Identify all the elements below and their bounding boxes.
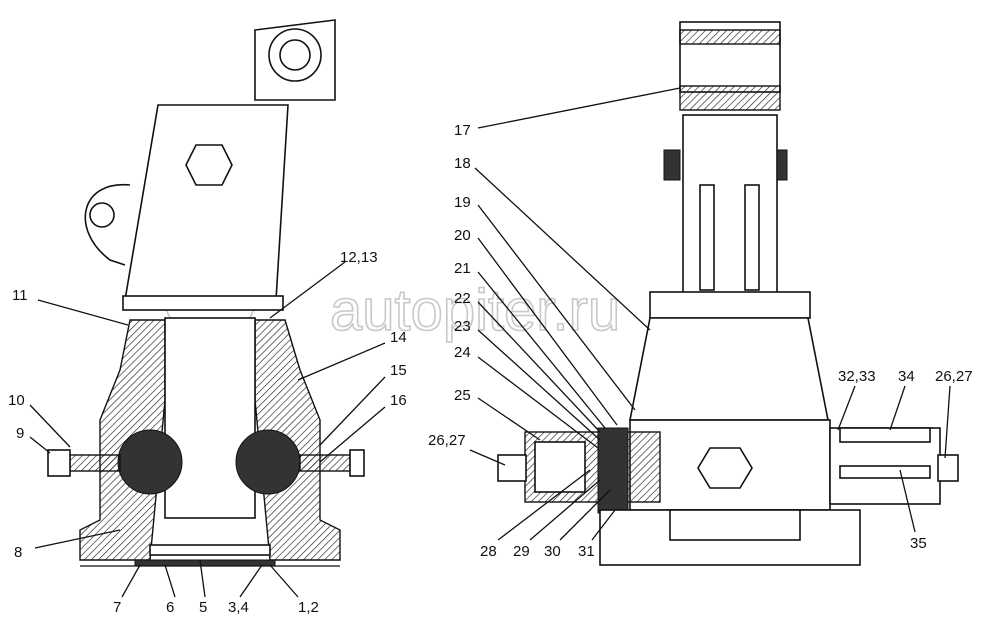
label-10: 10 bbox=[8, 392, 25, 409]
label-26-27-right: 26,27 bbox=[935, 368, 973, 385]
label-30: 30 bbox=[544, 543, 561, 560]
label-19: 19 bbox=[454, 194, 471, 211]
label-23: 23 bbox=[454, 318, 471, 335]
label-20: 20 bbox=[454, 227, 471, 244]
label-21: 21 bbox=[454, 260, 471, 277]
label-9: 9 bbox=[16, 425, 24, 442]
label-3-4: 3,4 bbox=[228, 599, 249, 616]
callout-labels: 11 12,13 14 15 16 10 9 8 7 6 5 3,4 1,2 1… bbox=[8, 122, 973, 616]
label-5: 5 bbox=[199, 599, 207, 616]
label-12-13: 12,13 bbox=[340, 249, 378, 266]
label-16: 16 bbox=[390, 392, 407, 409]
label-29: 29 bbox=[513, 543, 530, 560]
label-18: 18 bbox=[454, 155, 471, 172]
label-34: 34 bbox=[898, 368, 915, 385]
leader-lines bbox=[29, 87, 951, 598]
label-7: 7 bbox=[113, 599, 121, 616]
label-25: 25 bbox=[454, 387, 471, 404]
label-32-33: 32,33 bbox=[838, 368, 876, 385]
label-24: 24 bbox=[454, 344, 471, 361]
label-26-27-left: 26,27 bbox=[428, 432, 466, 449]
watermark-text: autopiter.ru bbox=[330, 278, 620, 343]
label-15: 15 bbox=[390, 362, 407, 379]
label-31: 31 bbox=[578, 543, 595, 560]
label-28: 28 bbox=[480, 543, 497, 560]
label-22: 22 bbox=[454, 290, 471, 307]
label-14: 14 bbox=[390, 329, 407, 346]
watermark: autopiter.ru bbox=[164, 261, 621, 344]
left-section-view bbox=[47, 19, 365, 567]
label-35: 35 bbox=[910, 535, 927, 552]
label-8: 8 bbox=[14, 544, 22, 561]
label-1-2: 1,2 bbox=[298, 599, 319, 616]
right-side-view bbox=[497, 21, 959, 566]
label-17: 17 bbox=[454, 122, 471, 139]
label-11: 11 bbox=[12, 287, 28, 304]
label-6: 6 bbox=[166, 599, 174, 616]
